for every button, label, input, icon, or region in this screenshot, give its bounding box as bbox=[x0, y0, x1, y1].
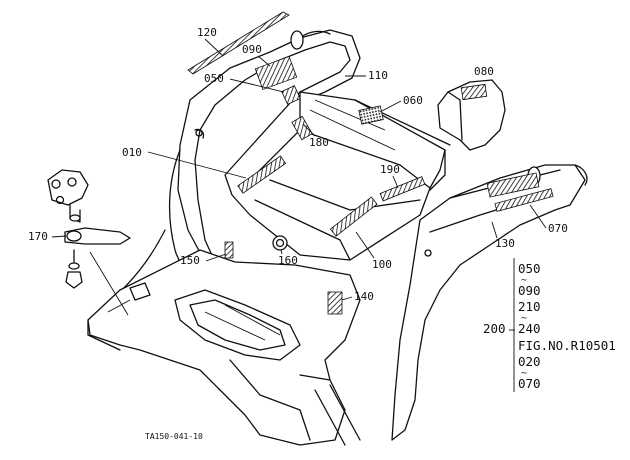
label-160: 160 bbox=[278, 254, 298, 267]
pad-190 bbox=[379, 176, 426, 202]
kit-reference-block: 200 050 ~ 090 210 ~ 240 FIG.NO.R10501 02… bbox=[483, 258, 616, 392]
label-070: 070 bbox=[548, 222, 568, 235]
fitting-assembly-170 bbox=[47, 169, 131, 316]
pad-150 bbox=[224, 241, 234, 259]
kit-item: 050 bbox=[518, 261, 541, 276]
kit-ref-200: 200 bbox=[483, 321, 506, 336]
label-130: 130 bbox=[495, 237, 515, 250]
strip-part-120 bbox=[187, 11, 290, 75]
label-120: 120 bbox=[197, 26, 217, 39]
floor-tray bbox=[224, 91, 451, 261]
label-190: 190 bbox=[380, 163, 400, 176]
pad-100 bbox=[329, 196, 378, 237]
knob-part-160 bbox=[272, 235, 288, 251]
kit-item: 210 bbox=[518, 299, 541, 314]
label-150: 150 bbox=[180, 254, 200, 267]
label-010: 010 bbox=[122, 146, 142, 159]
pad-180 bbox=[291, 115, 313, 141]
kit-tilde: ~ bbox=[521, 313, 527, 324]
pad-060 bbox=[358, 105, 384, 125]
pad-090 bbox=[254, 55, 298, 91]
label-110: 110 bbox=[368, 69, 388, 82]
label-100: 100 bbox=[372, 258, 392, 271]
label-080: 080 bbox=[474, 65, 494, 78]
label-180: 180 bbox=[309, 136, 329, 149]
label-060: 060 bbox=[403, 94, 423, 107]
label-140: 140 bbox=[354, 290, 374, 303]
kit-figure-ref: FIG.NO.R10501 bbox=[518, 338, 616, 353]
kit-item: 240 bbox=[518, 321, 541, 336]
lower-base bbox=[87, 249, 361, 446]
kit-item: 070 bbox=[518, 376, 541, 391]
pad-050 bbox=[281, 85, 301, 105]
label-050: 050 bbox=[204, 72, 224, 85]
pad-010 bbox=[237, 155, 287, 194]
figure-code: TA150-041-10 bbox=[145, 432, 203, 441]
cover-part-080 bbox=[437, 79, 506, 151]
label-170: 170 bbox=[28, 230, 48, 243]
right-fender bbox=[391, 164, 588, 441]
kit-item: 090 bbox=[518, 283, 541, 298]
label-090: 090 bbox=[242, 43, 262, 56]
pad-140 bbox=[327, 291, 343, 315]
kit-tilde: ~ bbox=[521, 368, 527, 379]
kit-item: 020 bbox=[518, 354, 541, 369]
kit-tilde: ~ bbox=[521, 275, 527, 286]
